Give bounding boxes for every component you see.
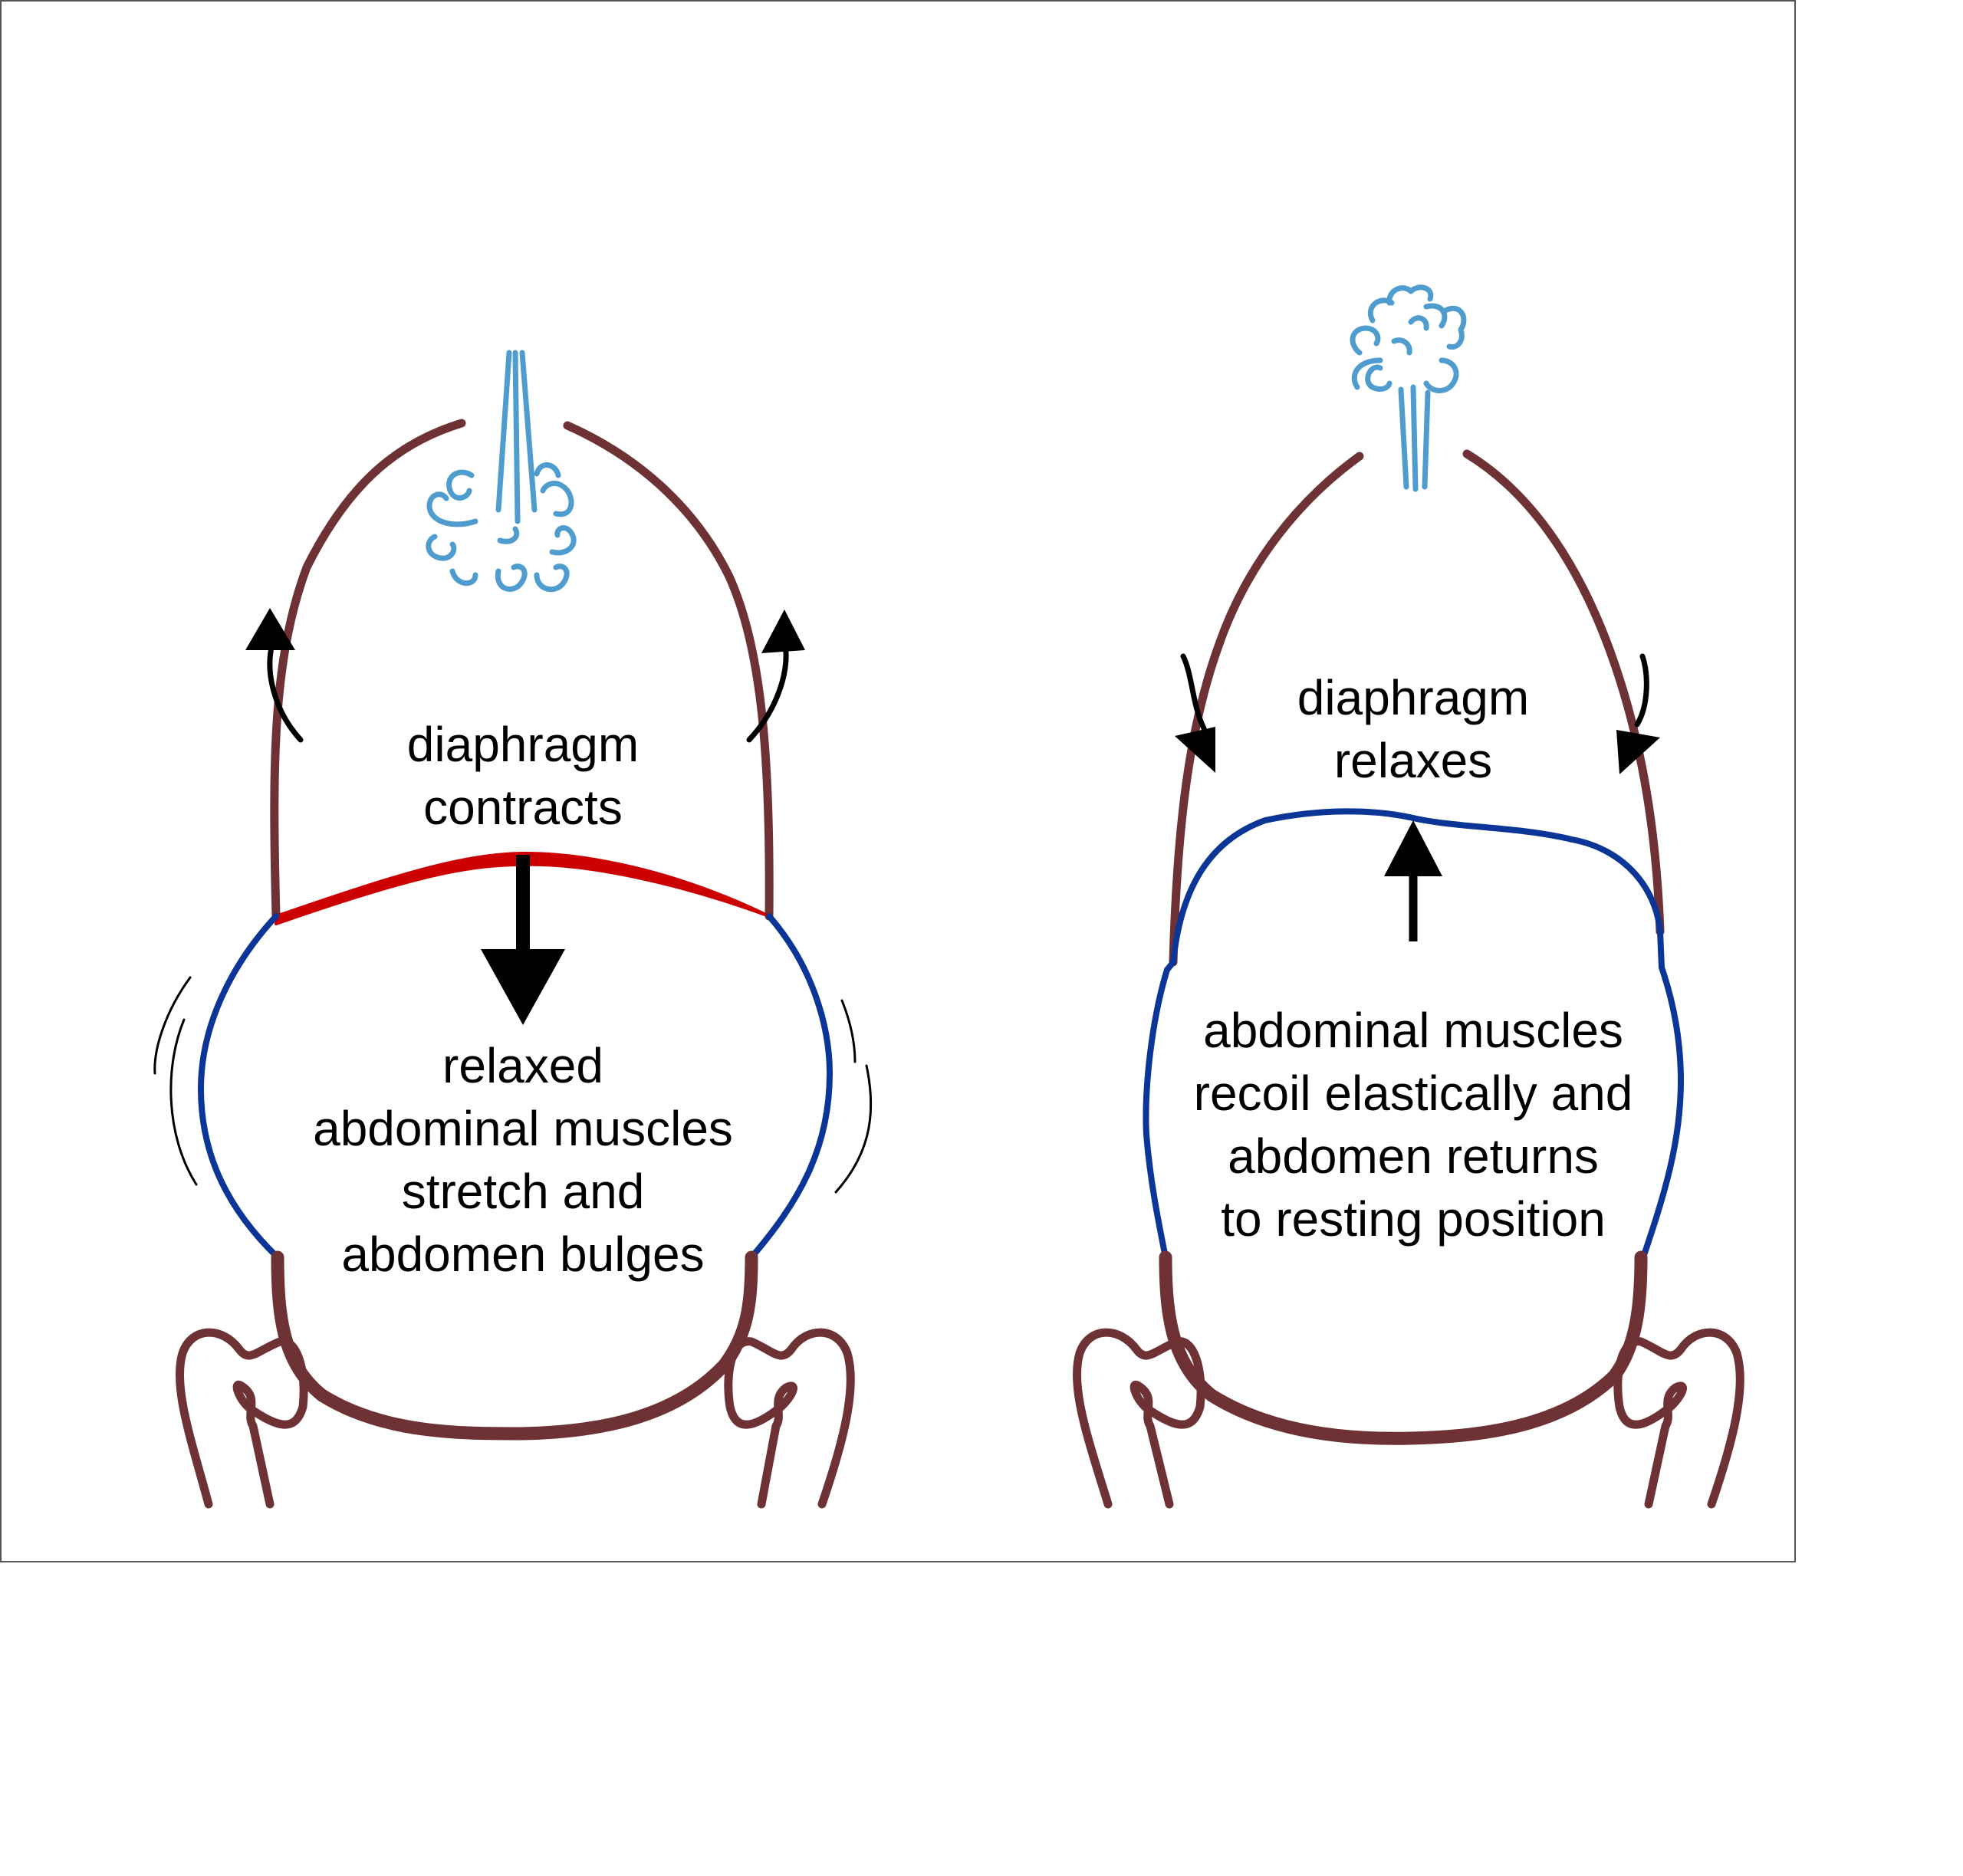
airflow-exhale-icon [1350, 284, 1467, 492]
panel-exhale: diaphragm relaxes abdominal muscles reco… [1072, 284, 1744, 1509]
chest-outline-left-2 [1169, 452, 1364, 967]
label-abdomen-bulges-line3: stretch and [402, 1164, 645, 1219]
abdominal-wall-left-2 [1143, 959, 1176, 1260]
rib-curl-arrow-right [746, 641, 789, 743]
label-abdomen-bulges-line2: abdominal muscles [313, 1101, 733, 1156]
label-diaphragm-relaxes-line2: relaxes [1334, 733, 1492, 788]
label-abdomen-returns-line1: abdominal muscles [1203, 1003, 1623, 1058]
label-abdomen-bulges-line4: abdomen bulges [341, 1227, 704, 1282]
label-diaphragm-relaxes-line1: diaphragm [1297, 670, 1529, 725]
label-diaphragm-contracts-line2: contracts [423, 780, 623, 835]
label-abdomen-returns-line2: recoil elastically and [1194, 1066, 1633, 1121]
motion-lines-right-2 [834, 1064, 873, 1194]
motion-lines-left [153, 976, 192, 1075]
rib-curl-arrow-left-2 [1180, 653, 1207, 731]
label-abdomen-returns-line3: abdomen returns [1228, 1129, 1599, 1184]
abdominal-wall-left [197, 913, 281, 1260]
abdominal-wall-right-2 [1640, 928, 1685, 1260]
left-leg-2 [1072, 1328, 1205, 1509]
rib-curl-arrow-right-2 [1634, 653, 1649, 728]
right-leg [724, 1328, 855, 1509]
left-leg [175, 1328, 308, 1509]
chest-outline-right-2 [1462, 449, 1665, 936]
rib-arrowhead-left [245, 608, 295, 650]
motion-lines-right [840, 999, 857, 1063]
airflow-inhale-icon [426, 350, 577, 593]
motion-lines-left-2 [169, 1018, 198, 1186]
pelvis-outline-2 [1159, 1250, 1648, 1445]
pelvis-outline [271, 1250, 758, 1441]
diaphragm-down-arrowhead [481, 949, 565, 1025]
diaphragm-up-arrowhead [1384, 820, 1442, 876]
panel-inhale: diaphragm contracts relaxed abdominal mu… [153, 350, 873, 1509]
rib-arrowhead-left-2 [1175, 727, 1215, 773]
rib-arrowhead-right [761, 609, 805, 653]
abdominal-wall-right [748, 913, 834, 1260]
chest-outline-right [563, 421, 774, 921]
label-diaphragm-contracts-line1: diaphragm [407, 717, 639, 772]
label-abdomen-bulges-line1: relaxed [442, 1038, 603, 1093]
diaphragm-relaxed [1170, 808, 1663, 965]
chest-outline-left [270, 419, 466, 921]
right-leg-2 [1613, 1328, 1744, 1509]
label-abdomen-returns-line4: to resting position [1221, 1191, 1606, 1247]
rib-curl-arrow-left [267, 641, 304, 743]
rib-arrowhead-right-2 [1616, 730, 1660, 774]
frame-border [0, 0, 1796, 1562]
